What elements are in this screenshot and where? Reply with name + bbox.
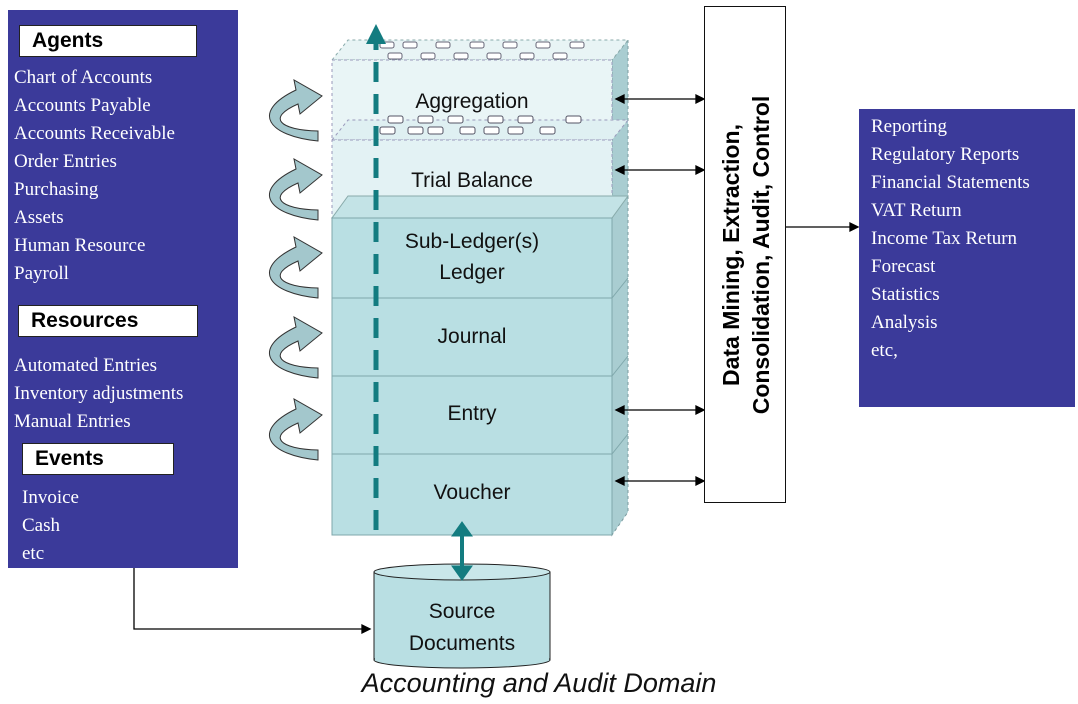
control-line-1: Data Mining, Extraction, (718, 124, 744, 386)
curved-arrows (269, 79, 323, 461)
events-list: Invoice Cash etc (22, 484, 79, 568)
layer-voucher-box (331, 453, 613, 536)
control-line-2: Consolidation, Audit, Control (748, 95, 774, 415)
layer-trial-top (330, 119, 630, 141)
list-item: Payroll (14, 263, 69, 284)
list-item: Income Tax Return (871, 228, 1018, 249)
left-panel: Agents Chart of Accounts Accounts Payabl… (8, 10, 238, 568)
layer-journal-label: Journal (437, 325, 507, 348)
diagram-caption: Accounting and Audit Domain (361, 668, 717, 698)
layer-journal-box (331, 297, 613, 377)
source-documents-label-1: Source (428, 600, 496, 623)
events-heading: Events (22, 443, 174, 475)
agents-list: Chart of Accounts Accounts Payable Accou… (14, 64, 175, 288)
list-item: Automated Entries (14, 355, 157, 376)
layer-trial-balance-label: Trial Balance (411, 169, 533, 192)
top-cylinders (379, 41, 585, 60)
source-link-arrow (451, 521, 473, 581)
layer-voucher-label: Voucher (433, 481, 511, 504)
layer-ledger-label: Ledger (439, 261, 505, 284)
source-documents-cylinder (373, 563, 551, 669)
control-box: Data Mining, Extraction, Consolidation, … (704, 6, 786, 503)
layer-ledger-box (331, 217, 613, 299)
list-item: Statistics (871, 284, 940, 305)
side-edge (611, 355, 629, 377)
right-list: Reporting Regulatory Reports Financial S… (871, 113, 1030, 365)
list-item: Assets (14, 207, 64, 228)
list-item: Forecast (871, 256, 936, 277)
list-item: Reporting (871, 116, 947, 137)
layer-entry-label: Entry (447, 402, 497, 425)
source-connector (133, 568, 372, 635)
control-box-text: Data Mining, Extraction, Consolidation, … (716, 15, 776, 495)
list-item: Analysis (871, 312, 938, 333)
list-item: Accounts Receivable (14, 123, 175, 144)
list-item: Chart of Accounts (14, 67, 153, 88)
list-item: VAT Return (871, 200, 962, 221)
control-link-arrows (614, 93, 860, 487)
list-item: Order Entries (14, 151, 117, 172)
layer-aggregation-label: Aggregation (415, 90, 529, 113)
layer-sub-ledger-label: Sub-Ledger(s) (404, 230, 540, 253)
side-edge (611, 433, 629, 455)
list-item: Invoice (22, 487, 79, 508)
list-item: etc, (871, 340, 898, 361)
source-documents-label-2: Documents (408, 632, 516, 655)
upward-arrowhead (366, 24, 386, 44)
list-item: Purchasing (14, 179, 99, 200)
side-edge (611, 277, 629, 299)
agents-heading: Agents (19, 25, 197, 57)
right-panel: Reporting Regulatory Reports Financial S… (859, 109, 1075, 407)
list-item: Financial Statements (871, 172, 1030, 193)
list-item: Regulatory Reports (871, 144, 1020, 165)
layer-entry-box (331, 375, 613, 455)
list-item: Accounts Payable (14, 95, 151, 116)
middle-cylinders (379, 115, 582, 135)
list-item: Inventory adjustments (14, 383, 184, 404)
resources-heading: Resources (18, 305, 198, 337)
resources-list: Automated Entries Inventory adjustments … (14, 352, 183, 436)
list-item: Human Resource (14, 235, 146, 256)
list-item: Cash (22, 515, 60, 536)
list-item: Manual Entries (14, 411, 131, 432)
list-item: etc (22, 543, 45, 564)
